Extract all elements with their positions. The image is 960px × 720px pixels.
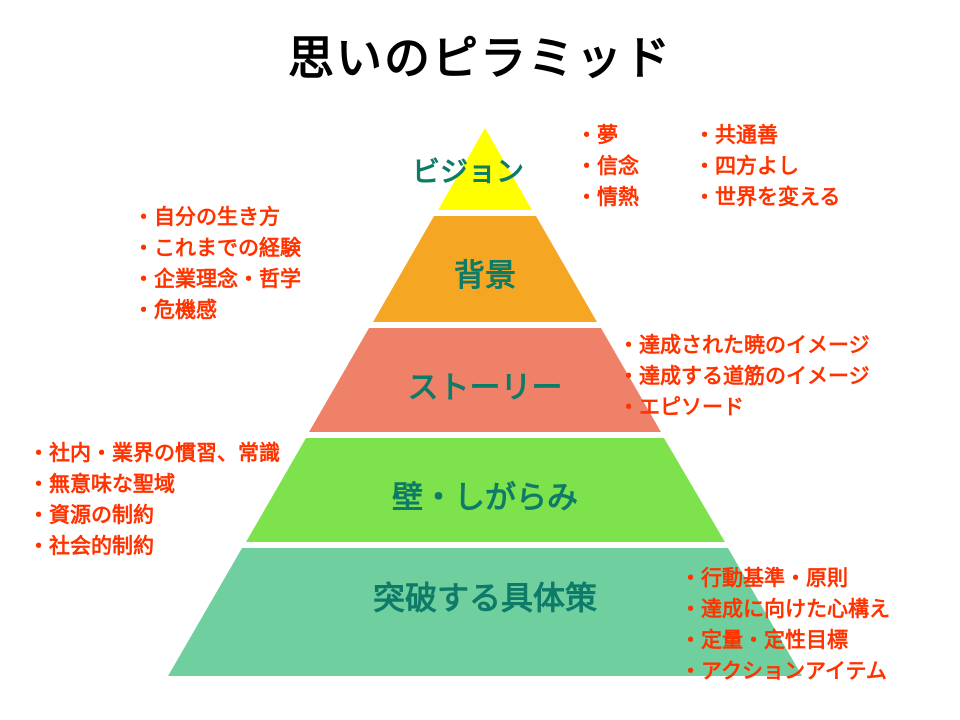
annotation-line: ・世界を変える (694, 186, 841, 209)
annotation-vision-col1: ・夢 ・信念 ・情熱 (576, 120, 639, 213)
annotation-line: ・定量・定性目標 (680, 629, 848, 652)
pyramid-layer-walls (246, 438, 725, 542)
annotation-line: ・行動基準・原則 (680, 567, 848, 590)
pyramid-layer-story (309, 328, 661, 432)
annotation-line: ・達成に向けた心構え (680, 598, 890, 621)
layer-label-walls: 壁・しがらみ (392, 480, 578, 515)
annotation-walls: ・社内・業界の慣習、常識 ・無意味な聖域 ・資源の制約 ・社会的制約 (28, 438, 280, 562)
annotation-line: ・アクションアイテム (680, 660, 887, 683)
annotation-line: ・これまでの経験 (133, 237, 301, 260)
layer-label-vision: ビジョン (412, 156, 525, 187)
annotation-line: ・社内・業界の慣習、常識 (28, 442, 280, 465)
annotation-story: ・達成された暁のイメージ ・達成する道筋のイメージ ・エピソード (618, 330, 870, 423)
annotation-line: ・無意味な聖域 (28, 473, 175, 496)
layer-label-background: 背景 (454, 258, 516, 293)
annotation-line: ・四方よし (694, 155, 799, 178)
annotation-line: ・夢 (576, 124, 618, 147)
annotation-line: ・信念 (576, 155, 639, 178)
annotation-vision-col2: ・共通善 ・四方よし ・世界を変える (694, 120, 840, 213)
annotation-line: ・危機感 (133, 299, 217, 322)
annotation-line: ・資源の制約 (28, 504, 154, 527)
annotation-line: ・エピソード (618, 396, 744, 419)
annotation-line: ・社会的制約 (28, 535, 154, 558)
annotation-line: ・自分の生き方 (133, 206, 280, 229)
layer-label-story: ストーリー (407, 370, 563, 405)
annotation-line: ・企業理念・哲学 (133, 268, 301, 291)
annotation-background: ・自分の生き方 ・これまでの経験 ・企業理念・哲学 ・危機感 (133, 202, 301, 326)
layer-label-measures: 突破する具体策 (372, 580, 598, 616)
annotation-line: ・情熱 (576, 186, 639, 209)
annotation-line: ・達成された暁のイメージ (618, 334, 870, 357)
pyramid-layer-measures (168, 548, 802, 676)
page-title: 思いのピラミッド (288, 32, 672, 84)
annotation-line: ・達成する道筋のイメージ (618, 365, 870, 388)
annotation-line: ・共通善 (694, 124, 778, 147)
annotation-measures: ・行動基準・原則 ・達成に向けた心構え ・定量・定性目標 ・アクションアイテム (680, 563, 890, 687)
